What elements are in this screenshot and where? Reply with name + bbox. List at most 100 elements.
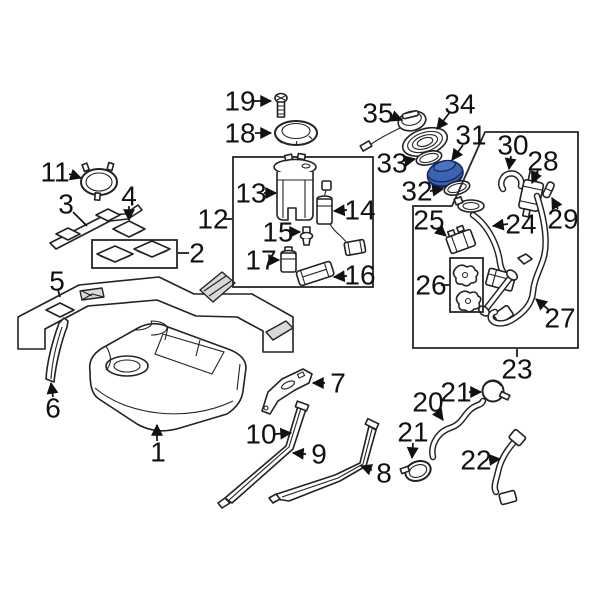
part-number-10[interactable]: 10 bbox=[245, 419, 276, 450]
part-1-fuel-tank bbox=[88, 320, 247, 432]
part-number-31[interactable]: 31 bbox=[455, 120, 486, 151]
callout-21[interactable]: 21 bbox=[397, 417, 429, 460]
callout-10[interactable]: 10 bbox=[245, 419, 293, 450]
part-number-2[interactable]: 2 bbox=[189, 238, 205, 269]
part-number-26[interactable]: 26 bbox=[415, 270, 446, 301]
part-30-hook-hose bbox=[498, 170, 525, 193]
part-number-6[interactable]: 6 bbox=[45, 393, 61, 424]
part-number-21[interactable]: 21 bbox=[440, 377, 471, 408]
callout-leader-34 bbox=[436, 111, 451, 130]
part-22-fuel-hose bbox=[491, 428, 527, 506]
part-number-19[interactable]: 19 bbox=[224, 86, 255, 117]
part-25-module bbox=[445, 224, 477, 255]
callout-2[interactable]: 2 bbox=[178, 238, 205, 269]
part-number-9[interactable]: 9 bbox=[311, 439, 327, 470]
part-24-filler-pipe bbox=[453, 196, 533, 325]
part-21-clamp-lower bbox=[399, 460, 432, 482]
callout-leader-28 bbox=[531, 169, 542, 185]
part-number-13[interactable]: 13 bbox=[235, 178, 266, 209]
callout-leader-8 bbox=[359, 464, 374, 476]
callout-35[interactable]: 35 bbox=[362, 98, 404, 129]
callout-12[interactable]: 12 bbox=[197, 204, 232, 235]
callout-22[interactable]: 22 bbox=[460, 445, 502, 476]
callout-1[interactable]: 1 bbox=[150, 423, 166, 468]
part-number-1[interactable]: 1 bbox=[150, 437, 166, 468]
part-number-4[interactable]: 4 bbox=[121, 181, 137, 212]
part-4-pad bbox=[112, 220, 146, 238]
part-7-bracket bbox=[261, 368, 313, 415]
callout-29[interactable]: 29 bbox=[547, 196, 579, 235]
part-number-33[interactable]: 33 bbox=[376, 148, 407, 179]
part-number-21[interactable]: 21 bbox=[397, 417, 428, 448]
callout-14[interactable]: 14 bbox=[332, 195, 376, 226]
callout-8[interactable]: 8 bbox=[359, 458, 392, 489]
part-number-20[interactable]: 20 bbox=[412, 387, 443, 418]
callout-16[interactable]: 16 bbox=[332, 260, 376, 291]
callout-leader-9 bbox=[291, 447, 307, 460]
part-number-28[interactable]: 28 bbox=[527, 146, 558, 177]
callout-30[interactable]: 30 bbox=[497, 130, 529, 171]
callout-31[interactable]: 31 bbox=[451, 120, 487, 161]
callout-9[interactable]: 9 bbox=[291, 439, 327, 470]
part-number-12[interactable]: 12 bbox=[197, 204, 228, 235]
callout-19[interactable]: 19 bbox=[224, 86, 273, 117]
callout-34[interactable]: 34 bbox=[436, 89, 476, 130]
callout-24[interactable]: 24 bbox=[491, 209, 537, 240]
part-number-5[interactable]: 5 bbox=[49, 266, 65, 297]
callout-5[interactable]: 5 bbox=[49, 266, 65, 298]
part-number-35[interactable]: 35 bbox=[362, 98, 393, 129]
callout-3[interactable]: 3 bbox=[58, 189, 88, 227]
callout-21[interactable]: 21 bbox=[440, 377, 483, 408]
callout-leader-10 bbox=[274, 427, 293, 440]
part-number-14[interactable]: 14 bbox=[344, 195, 375, 226]
callout-17[interactable]: 17 bbox=[245, 245, 281, 276]
part-15-valve bbox=[299, 226, 314, 246]
part-number-15[interactable]: 15 bbox=[262, 217, 293, 248]
callout-15[interactable]: 15 bbox=[262, 217, 302, 248]
part-34-seal bbox=[401, 126, 449, 158]
part-number-18[interactable]: 18 bbox=[224, 118, 255, 149]
callout-6[interactable]: 6 bbox=[45, 381, 61, 424]
part-3-shield-strip bbox=[49, 204, 143, 250]
part-number-17[interactable]: 17 bbox=[245, 245, 276, 276]
part-26-clip-box bbox=[449, 257, 484, 313]
part-number-30[interactable]: 30 bbox=[497, 130, 528, 161]
part-number-29[interactable]: 29 bbox=[547, 204, 578, 235]
callout-27[interactable]: 27 bbox=[535, 298, 576, 334]
callout-25[interactable]: 25 bbox=[413, 205, 447, 237]
part-17-canister bbox=[280, 246, 297, 273]
callout-leader-3 bbox=[72, 211, 88, 227]
part-32-o-ring bbox=[443, 180, 471, 196]
part-33-o-ring bbox=[415, 150, 443, 166]
callout-7[interactable]: 7 bbox=[311, 368, 346, 399]
part-number-3[interactable]: 3 bbox=[58, 189, 74, 220]
callout-23[interactable]: 23 bbox=[501, 349, 533, 385]
callout-20[interactable]: 20 bbox=[412, 387, 444, 421]
callout-leader-33 bbox=[403, 155, 417, 167]
callout-4[interactable]: 4 bbox=[121, 181, 137, 222]
callout-13[interactable]: 13 bbox=[235, 178, 278, 209]
callout-26[interactable]: 26 bbox=[415, 270, 449, 301]
part-number-24[interactable]: 24 bbox=[505, 209, 536, 240]
part-number-25[interactable]: 25 bbox=[413, 205, 444, 236]
callout-33[interactable]: 33 bbox=[376, 148, 417, 179]
callout-32[interactable]: 32 bbox=[401, 176, 445, 207]
callout-11[interactable]: 11 bbox=[40, 157, 83, 188]
part-number-23[interactable]: 23 bbox=[501, 354, 532, 385]
part-number-27[interactable]: 27 bbox=[544, 303, 575, 334]
part-number-34[interactable]: 34 bbox=[444, 89, 475, 120]
part-number-22[interactable]: 22 bbox=[460, 445, 491, 476]
callout-28[interactable]: 28 bbox=[527, 146, 559, 185]
part-number-16[interactable]: 16 bbox=[344, 260, 375, 291]
callout-18[interactable]: 18 bbox=[224, 118, 273, 149]
part-27-vent-hose bbox=[487, 192, 549, 327]
part-number-8[interactable]: 8 bbox=[376, 458, 392, 489]
callout-leader-35 bbox=[389, 110, 404, 122]
part-number-7[interactable]: 7 bbox=[330, 368, 346, 399]
part-number-11[interactable]: 11 bbox=[40, 157, 69, 188]
callout-leader-14 bbox=[332, 204, 348, 217]
part-13-fuel-pump bbox=[273, 152, 317, 221]
part-number-32[interactable]: 32 bbox=[401, 176, 432, 207]
part-11-retainer-ring bbox=[80, 161, 118, 202]
